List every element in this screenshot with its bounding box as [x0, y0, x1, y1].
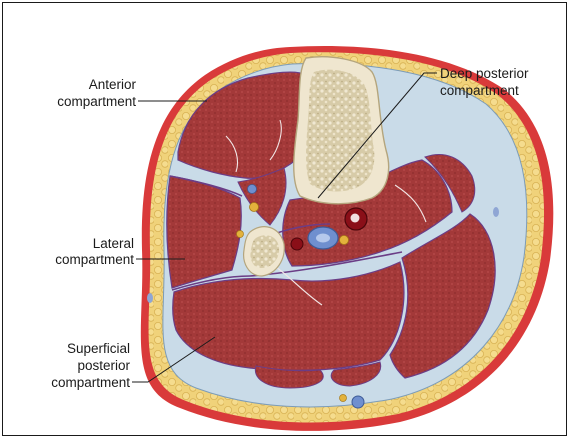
tibial-nerve [340, 236, 349, 245]
saphenous-vein [352, 396, 364, 408]
label-superficial-posterior-line2: posterior [77, 358, 130, 373]
label-deep-posterior-line2: compartment [440, 83, 519, 98]
superficial-vein-lateral [147, 293, 153, 303]
superficial-vein-medial [493, 207, 499, 217]
label-superficial-posterior-line3: compartment [51, 375, 130, 390]
posterior-tibial-vein-lumen [316, 234, 330, 243]
label-deep-posterior-line1: Deep posterior [440, 66, 529, 81]
posterior-tibial-artery-lumen [351, 214, 360, 223]
label-superficial-posterior-line1: Superficial [67, 341, 130, 356]
peroneal-artery [291, 238, 303, 250]
label-lateral-line2: compartment [55, 252, 134, 267]
anterior-tibial-nerve [250, 203, 259, 212]
label-anterior-line1: Anterior [89, 77, 137, 92]
superficial-peroneal-nerve [237, 231, 244, 238]
anterior-tibial-vessel [248, 185, 257, 194]
sural-nerve [340, 395, 347, 402]
label-anterior-line2: compartment [57, 94, 136, 109]
label-lateral-line1: Lateral [93, 236, 134, 251]
tibia-marrow [306, 70, 374, 192]
